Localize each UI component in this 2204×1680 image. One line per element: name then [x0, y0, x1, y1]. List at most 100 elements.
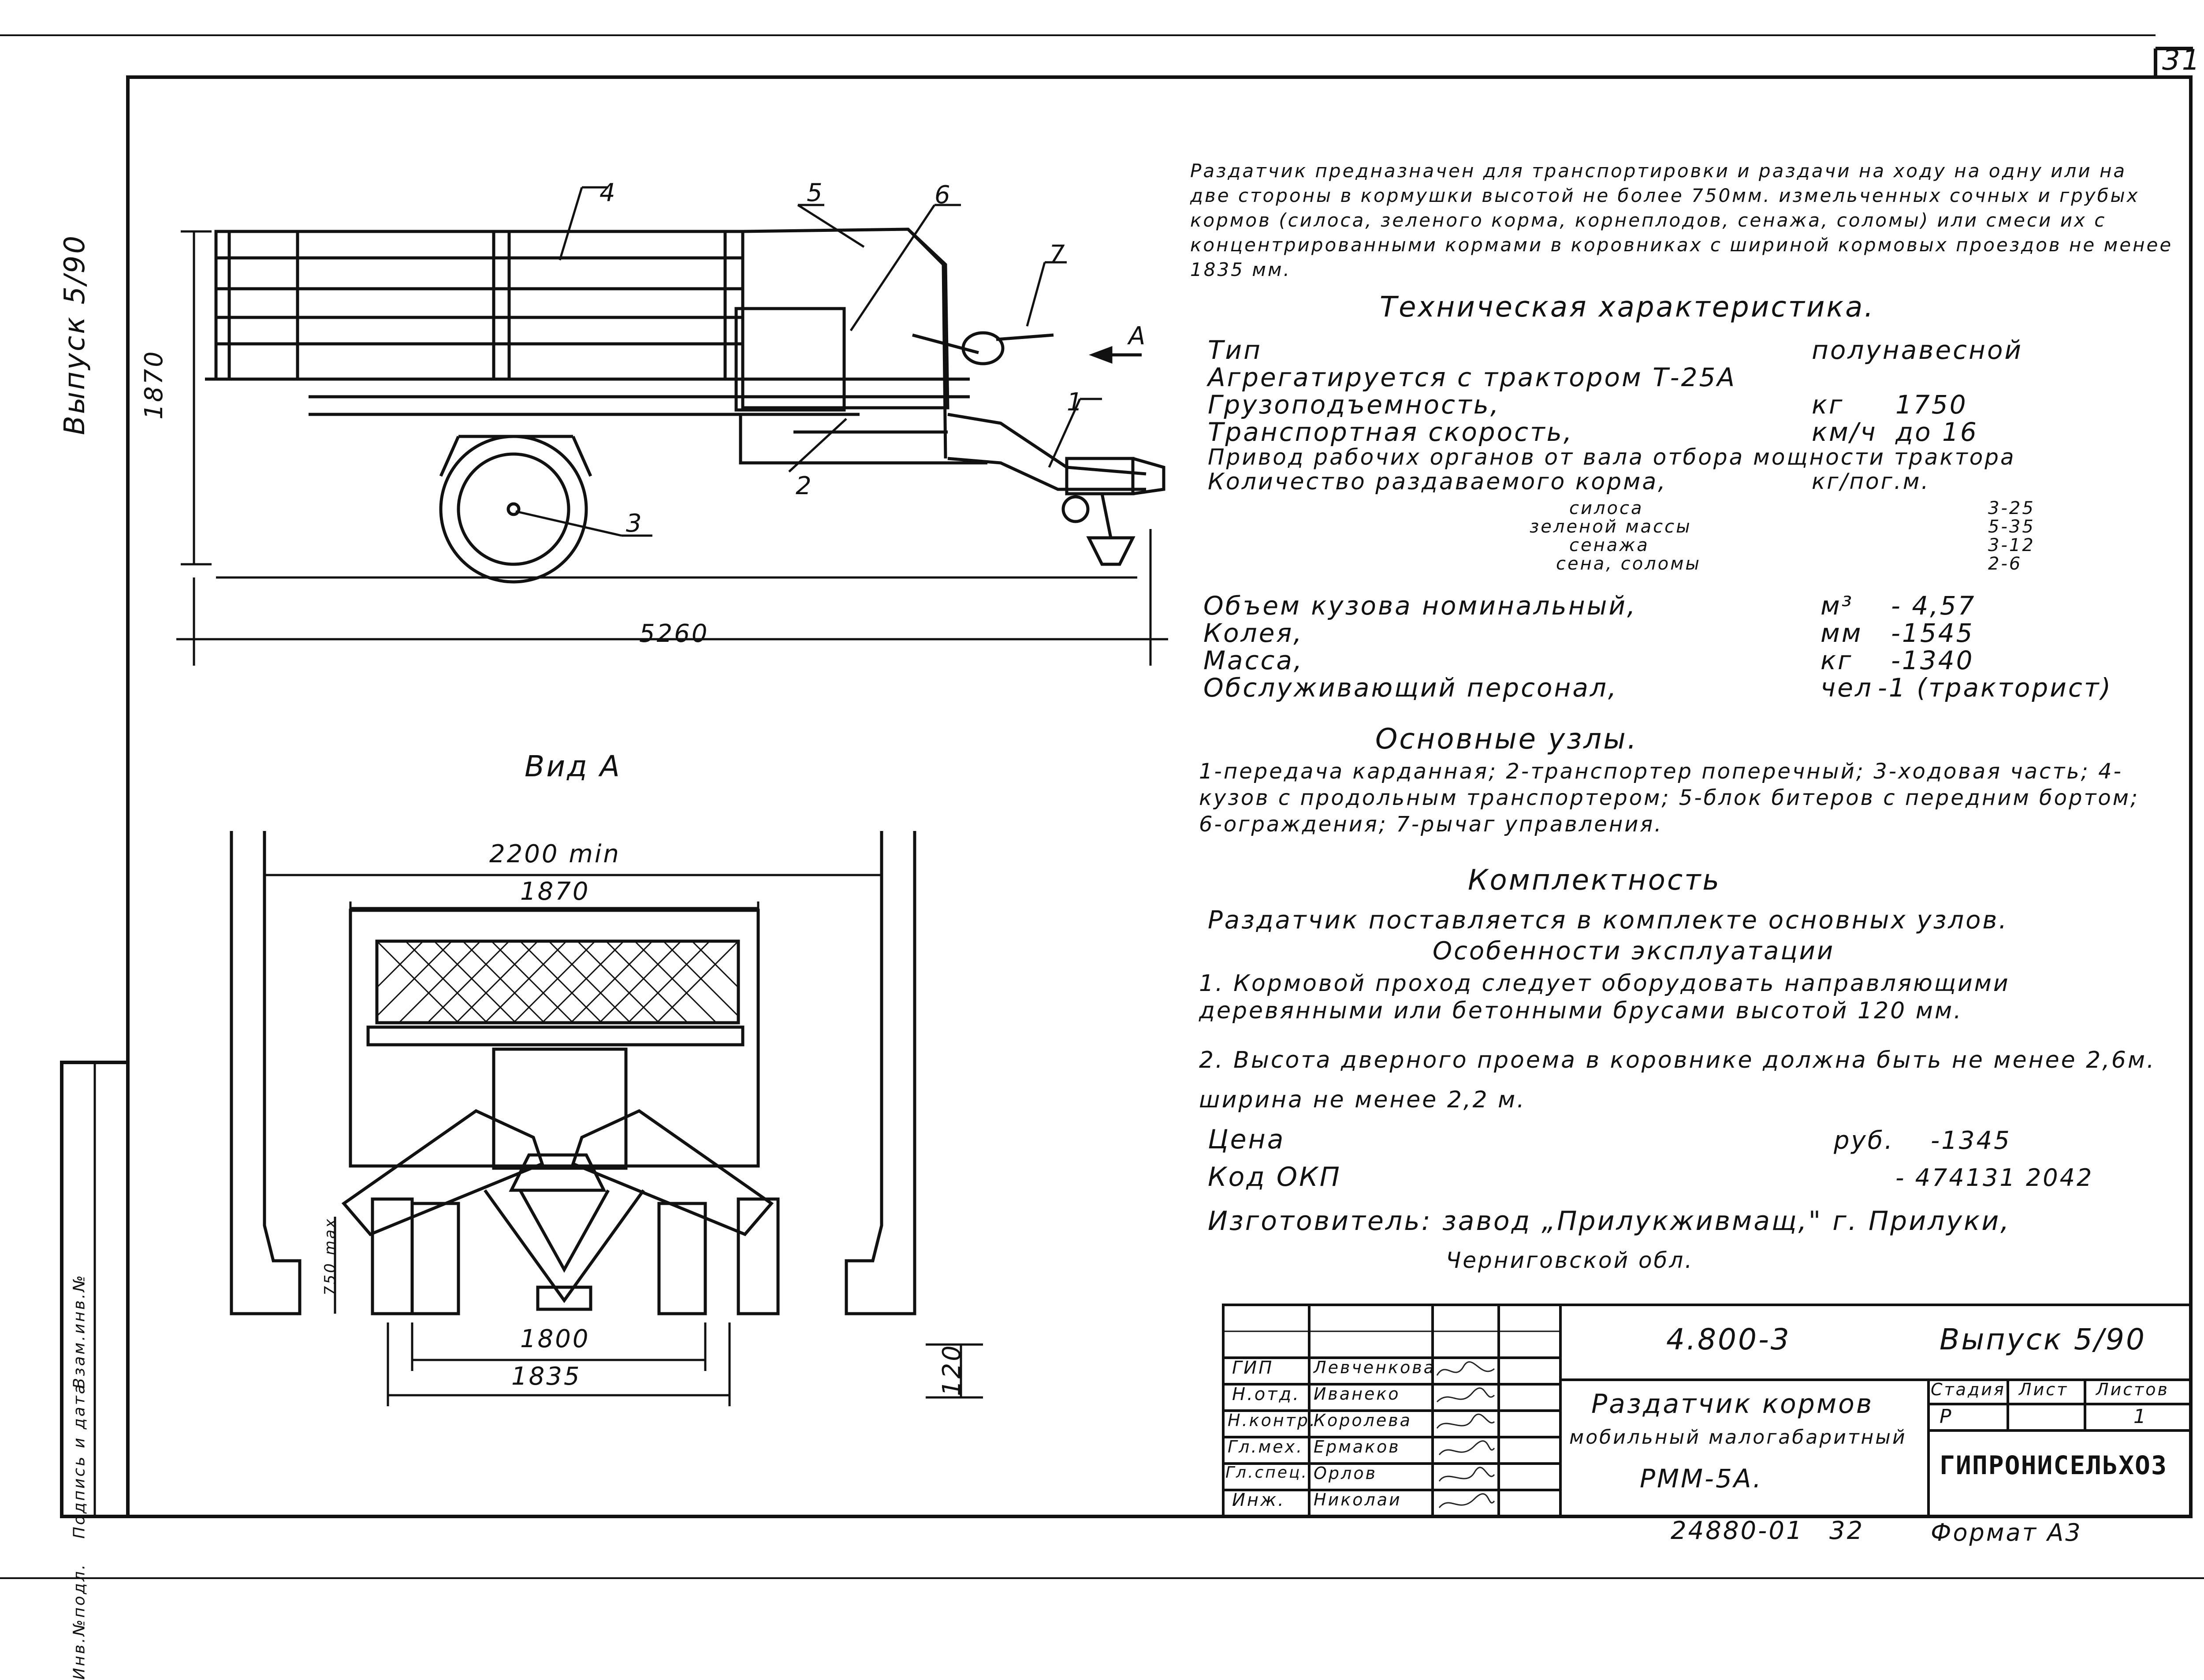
document-code: 4.800-3 [1666, 1322, 1791, 1356]
spec-label: Объем кузова номинальный, [1203, 591, 1637, 621]
spec-list-2: Объем кузова номинальный, м³ - 4,57 Колея,… [1203, 591, 2173, 703]
feed-value: 3-25 [1988, 498, 2035, 518]
drawing-sheet: { "sheet_number": "31", "side_label": "В… [0, 34, 2204, 1680]
callout-4: 4 [599, 179, 617, 207]
sheet-format: Формат А3 [1931, 1519, 2082, 1546]
spec-label: Масса, [1203, 645, 1304, 675]
spec-value: 1750 [1895, 390, 1968, 420]
units-heading: Основные узлы. [1375, 723, 1638, 756]
ops-item-1: 1. Кормовой проход следует оборудовать н… [1199, 970, 2010, 1024]
issue-side-label: Выпуск 5/90 [59, 234, 91, 435]
spec-unit: км/ч [1812, 417, 1877, 447]
callout-2: 2 [796, 472, 813, 500]
front-view [230, 831, 916, 1315]
organization-name: ГИПРОНИСЕЛЬХОЗ [1940, 1450, 2167, 1480]
units-text: 1-передача карданная; 2-транспортер попе… [1199, 759, 2140, 837]
name-cell: Левченкова [1314, 1358, 1436, 1377]
name-cell: Королева [1314, 1411, 1412, 1430]
callout-6: 6 [934, 181, 952, 209]
manufacturer-line-2: Черниговской обл. [1446, 1248, 1694, 1273]
stamp-issue: Выпуск 5/90 [1940, 1322, 2146, 1356]
role-cell: Н.контр. [1228, 1411, 1317, 1430]
price-label: Цена [1208, 1124, 1285, 1155]
sheets-value: 1 [2133, 1405, 2148, 1428]
spec-value: - 4,57 [1891, 591, 1976, 621]
sheet-number: 31 [2162, 44, 2202, 77]
spec-label: Обслуживающий персонал, [1203, 673, 1618, 703]
role-cell: Н.отд. [1232, 1384, 1300, 1404]
spec-row: Транспортная скорость, км/ч до 16 [1208, 417, 2178, 447]
signatures-table: ГИП Левченкова Н.отд. Иванеко Н.контр. К… [1223, 1358, 1560, 1516]
spec-unit: чел [1821, 673, 1873, 703]
feed-name: зеленой массы [1530, 517, 1692, 537]
kit-text: Раздатчик поставляется в комплекте основ… [1208, 906, 2009, 935]
spec-unit: кг/пог.м. [1812, 469, 1930, 494]
spec-value: -1545 [1891, 618, 1974, 648]
spec-unit: м³ [1821, 591, 1854, 621]
dim-bottom-1800: 1800 [520, 1325, 590, 1353]
role-cell: Гл.мех. [1228, 1437, 1304, 1456]
dim-height-max: 750 max [321, 1217, 339, 1296]
dim-length: 5260 [639, 619, 709, 648]
spec-label: Колея, [1203, 618, 1303, 648]
front-dimensions [264, 874, 983, 1406]
sheet-frame [126, 75, 2193, 1518]
replacement-inv-label: Взам.инв.№ [70, 1273, 89, 1389]
name-cell: Николаи [1314, 1490, 1402, 1509]
name-cell: Орлов [1314, 1464, 1377, 1483]
manufacturer-line-1: Изготовитель: завод „Прилукживмащ," г. П… [1208, 1206, 2011, 1237]
stage-header: Стадия [1931, 1380, 2006, 1399]
okp-label: Код ОКП [1208, 1162, 1341, 1192]
role-cell: Инж. [1232, 1490, 1285, 1510]
callout-5: 5 [807, 179, 824, 207]
spec-row: Грузоподъемность, кг 1750 [1208, 390, 2178, 420]
dim-width-min: 2200 min [489, 840, 621, 868]
tech-heading: Техническая характеристика. [1380, 291, 1875, 324]
drawing-canvas [0, 34, 2204, 1579]
feed-name: силоса [1569, 498, 1644, 518]
spec-value: до 16 [1895, 417, 1978, 447]
okp-value: - 474131 2042 [1895, 1164, 2094, 1192]
callout-1: 1 [1067, 388, 1084, 417]
spec-label: Агрегатируется с трактором Т-25А [1208, 362, 1737, 392]
feed-name: сена, соломы [1556, 554, 1701, 574]
signature-scribbles [1436, 1361, 1495, 1508]
view-a-title: Вид А [525, 749, 622, 783]
dim-bottom-1835: 1835 [511, 1362, 581, 1391]
kit-heading: Комплектность [1468, 864, 1721, 897]
footer-code: 24880-01 [1671, 1516, 1804, 1545]
spec-row: Тип полунавесной [1208, 335, 2178, 365]
stamp-title-1: Раздатчик кормов [1591, 1389, 1874, 1419]
spec-list: Тип полунавесной Агрегатируется с тракто… [1208, 335, 2178, 495]
spec-unit: мм [1821, 618, 1863, 648]
feed-value: 5-35 [1988, 517, 2035, 537]
feed-name: сенажа [1569, 535, 1649, 555]
spec-label: Привод рабочих органов от вала отбора мо… [1208, 444, 2016, 470]
spec-label: Количество раздаваемого корма, [1208, 469, 1667, 495]
title-block-lines [1222, 1304, 2192, 1518]
spec-value: -1340 [1891, 645, 1974, 675]
ops-heading: Особенности эксплуатации [1433, 937, 1835, 965]
callout-7: 7 [1049, 240, 1067, 269]
dim-rail-height: 120 [937, 1344, 966, 1396]
spec-unit: кг [1821, 645, 1853, 675]
left-margin-stamp: Инв.№подл. Подпись и дата Взам.инв.№ [62, 1062, 95, 1680]
description-paragraph: Раздатчик предназначен для транспортиров… [1190, 160, 2173, 280]
sheets-header: Листов [2096, 1380, 2169, 1399]
spec-row: Количество раздаваемого корма, кг/пог.м. [1208, 469, 2178, 495]
spec-label: Транспортная скорость, [1208, 417, 1574, 447]
callout-3: 3 [626, 509, 644, 538]
side-view [205, 227, 1165, 584]
spec-label: Тип [1208, 335, 1262, 365]
spec-value: -1 (тракторист) [1878, 673, 2113, 703]
stamp-title-3: РММ-5А. [1640, 1464, 1763, 1494]
sheet-header: Лист [2019, 1380, 2069, 1399]
name-cell: Ермаков [1314, 1437, 1400, 1456]
spec-value: полунавесной [1812, 335, 2023, 365]
footer-number: 32 [1829, 1516, 1865, 1545]
dim-height: 1870 [139, 350, 168, 420]
spec-label: Грузоподъемность, [1208, 390, 1500, 420]
stage-value: Р [1940, 1405, 1953, 1428]
side-dimensions [176, 186, 1168, 666]
